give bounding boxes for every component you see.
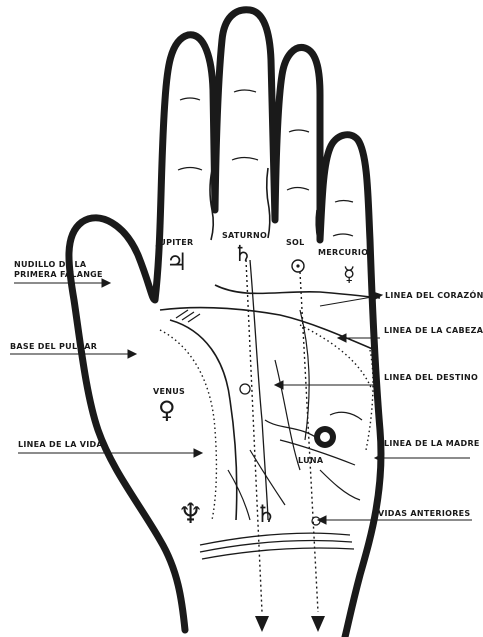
- head-line: [160, 308, 375, 350]
- vertical-dotted-arrows: [246, 260, 318, 612]
- label-linea-vida: LINEA DE LA VIDA: [18, 440, 103, 450]
- left-arrows: [10, 279, 202, 457]
- neptune-symbol-icon: ♆: [178, 500, 203, 528]
- destiny-circle-marker: [240, 384, 250, 394]
- arrowhead-bottom-left: [255, 616, 269, 632]
- label-linea-corazon: LINEA DEL CORAZÓN: [385, 291, 483, 301]
- destiny-line: [250, 260, 268, 520]
- label-nudillo-line2: PRIMERA FALANGE: [14, 270, 103, 280]
- label-nudillo-line1: NUDILLO DE LA: [14, 260, 86, 270]
- life-line: [170, 320, 237, 520]
- arrowhead-bottom-right: [311, 616, 325, 632]
- finger-base-lines: [210, 168, 318, 240]
- mercury-symbol-icon: ☿: [343, 264, 356, 284]
- hand-outline: [69, 10, 381, 637]
- label-linea-destino: LINEA DEL DESTINO: [384, 373, 478, 383]
- palm-lines: [176, 310, 362, 520]
- mount-label-saturno: SATURNO: [222, 231, 267, 241]
- label-vidas-anteriores: VIDAS ANTERIORES: [378, 509, 470, 519]
- wrist-lines: [200, 533, 354, 559]
- venus-symbol-icon: ♀: [158, 398, 176, 422]
- mount-label-luna: LUNA: [298, 456, 323, 466]
- mount-label-jupiter: JUPITER: [156, 238, 194, 248]
- label-linea-madre: LINEA DE LA MADRE: [384, 439, 480, 449]
- label-linea-cabeza: LINEA DE LA CABEZA: [384, 326, 483, 336]
- saturn-wrist-symbol-icon: ♄: [255, 502, 277, 526]
- luna-mark: [314, 426, 336, 448]
- jupiter-symbol-icon: ♃: [166, 250, 188, 274]
- saturn-symbol-icon: ♄: [233, 244, 253, 266]
- mount-label-venus: VENUS: [153, 387, 185, 397]
- mount-label-sol: SOL: [286, 238, 305, 248]
- sol-dot: [296, 264, 299, 267]
- label-base-pulgar: BASE DEL PULGAR: [10, 342, 97, 352]
- heart-line: [215, 285, 380, 298]
- mount-label-mercurio: MERCURIO: [318, 248, 368, 258]
